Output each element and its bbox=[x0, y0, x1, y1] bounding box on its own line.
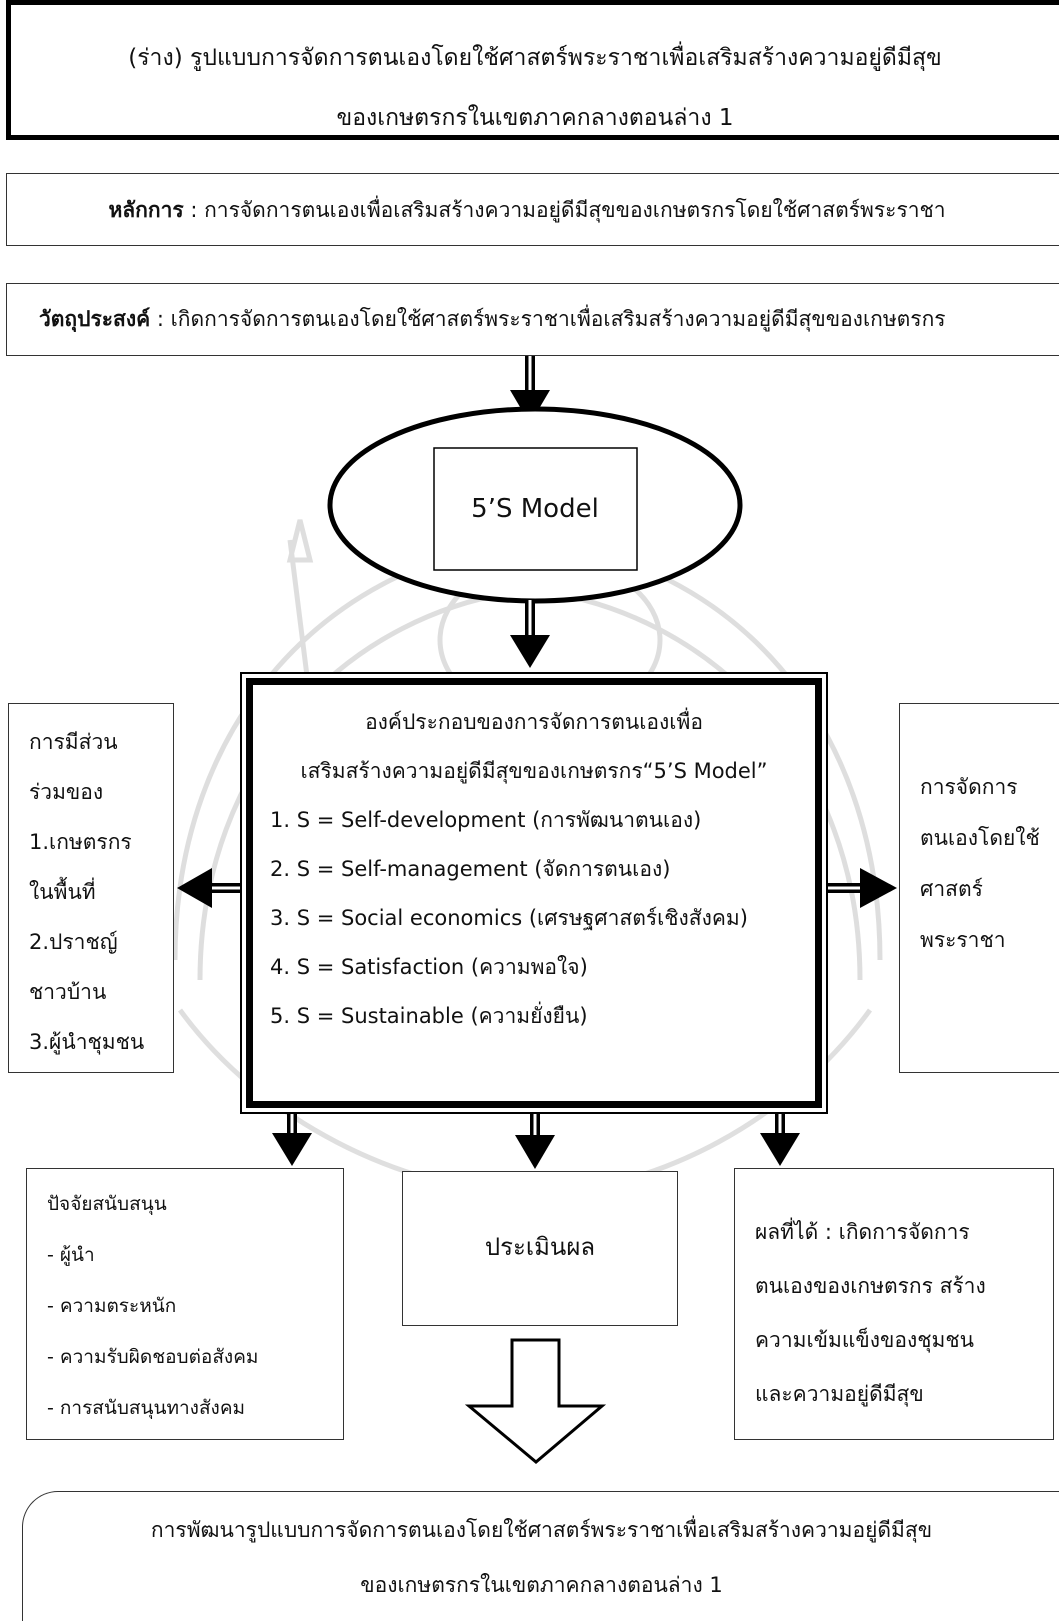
arrow-to-support bbox=[272, 1114, 312, 1166]
results-line: และความอยู่ดีมีสุข bbox=[755, 1382, 924, 1406]
objective-text: เกิดการจัดการตนเองโดยใช้ศาสตร์พระราชาเพื… bbox=[170, 307, 946, 331]
arrow-to-results bbox=[760, 1114, 800, 1166]
components-heading-line-2: เสริมสร้างความอยู่ดีมีสุขของเกษตรกร“5’S … bbox=[300, 759, 768, 783]
participation-box: การมีส่วน ร่วมของ 1.เกษตรกร ในพื้นที่ 2.… bbox=[8, 703, 174, 1073]
title-box: (ร่าง) รูปแบบการจัดการตนเองโดยใช้ศาสตร์พ… bbox=[6, 0, 1059, 140]
support-factors-title: ปัจจัยสนับสนุน bbox=[47, 1193, 167, 1215]
royal-science-line: ศาสตร์ bbox=[920, 877, 983, 901]
results-line: ความเข้มแข็งของชุมชน bbox=[755, 1328, 974, 1352]
participation-line: การมีส่วน bbox=[29, 730, 118, 754]
development-box: การพัฒนารูปแบบการจัดการตนเองโดยใช้ศาสตร์… bbox=[22, 1491, 1059, 1621]
development-line-2: ของเกษตรกรในเขตภาคกลางตอนล่าง 1 bbox=[360, 1573, 723, 1597]
arrow-to-participation bbox=[177, 868, 240, 908]
title-line-1: (ร่าง) รูปแบบการจัดการตนเองโดยใช้ศาสตร์พ… bbox=[128, 45, 942, 71]
principle-label: หลักการ bbox=[108, 198, 184, 222]
royal-science-line: ตนเองโดยใช้ bbox=[920, 826, 1040, 850]
component-item: 5. S = Sustainable (ความยั่งยืน) bbox=[270, 1004, 588, 1028]
components-inner-border bbox=[246, 678, 822, 1108]
support-factor-item: - ความรับผิดชอบต่อสังคม bbox=[47, 1346, 259, 1368]
arrow-to-royal-science bbox=[828, 868, 897, 908]
evaluation-label: ประเมินผล bbox=[484, 1233, 596, 1261]
royal-science-line: การจัดการ bbox=[920, 775, 1018, 799]
participation-line: 1.เกษตรกร bbox=[29, 830, 132, 854]
results-box: ผลที่ได้ : เกิดการจัดการ ตนเองของเกษตรกร… bbox=[734, 1168, 1054, 1440]
participation-line: 2.ปราชญ์ bbox=[29, 930, 118, 954]
component-item: 1. S = Self-development (การพัฒนาตนเอง) bbox=[270, 808, 702, 832]
components-heading-line-1: องค์ประกอบของการจัดการตนเองเพื่อ bbox=[365, 710, 703, 734]
support-factor-item: - ผู้นำ bbox=[47, 1244, 95, 1266]
component-item: 4. S = Satisfaction (ความพอใจ) bbox=[270, 955, 588, 979]
arrow-to-evaluation bbox=[515, 1114, 555, 1169]
support-factors-box: ปัจจัยสนับสนุน - ผู้นำ - ความตระหนัก - ค… bbox=[26, 1168, 344, 1440]
royal-science-line: พระราชา bbox=[920, 928, 1006, 952]
evaluation-box: ประเมินผล bbox=[402, 1171, 678, 1326]
principle-row: หลักการ : การจัดการตนเองเพื่อเสริมสร้างค… bbox=[7, 194, 1047, 227]
participation-line: ในพื้นที่ bbox=[29, 880, 96, 904]
principle-separator: : bbox=[183, 198, 205, 222]
objective-separator: : bbox=[150, 307, 171, 331]
arrow-to-development bbox=[464, 1338, 607, 1464]
component-item: 2. S = Self-management (จัดการตนเอง) bbox=[270, 857, 671, 881]
component-item: 3. S = Social economics (เศรษฐศาสตร์เชิง… bbox=[270, 906, 748, 930]
model-label: 5’S Model bbox=[471, 494, 599, 524]
title-line-2: ของเกษตรกรในเขตภาคกลางตอนล่าง 1 bbox=[336, 105, 734, 131]
components-box: องค์ประกอบของการจัดการตนเองเพื่อ เสริมสร… bbox=[240, 672, 828, 1114]
principle-box: หลักการ : การจัดการตนเองเพื่อเสริมสร้างค… bbox=[6, 173, 1059, 246]
support-factor-item: - การสนับสนุนทางสังคม bbox=[47, 1397, 246, 1419]
principle-text: การจัดการตนเองเพื่อเสริมสร้างความอยู่ดีม… bbox=[204, 198, 946, 222]
objective-box: วัตถุประสงค์ : เกิดการจัดการตนเองโดยใช้ศ… bbox=[6, 283, 1059, 356]
participation-line: 3.ผู้นำชุมชน bbox=[29, 1030, 145, 1054]
development-line-1: การพัฒนารูปแบบการจัดการตนเองโดยใช้ศาสตร์… bbox=[150, 1518, 933, 1542]
royal-science-box: การจัดการ ตนเองโดยใช้ ศาสตร์ พระราชา bbox=[899, 703, 1059, 1073]
components-content: องค์ประกอบของการจัดการตนเองเพื่อ เสริมสร… bbox=[240, 698, 828, 1041]
results-line: ผลที่ได้ : เกิดการจัดการ bbox=[755, 1220, 970, 1244]
arrow-model-to-components bbox=[510, 600, 550, 668]
support-factor-item: - ความตระหนัก bbox=[47, 1295, 177, 1317]
objective-row: วัตถุประสงค์ : เกิดการจัดการตนเองโดยใช้ศ… bbox=[39, 303, 946, 336]
components-outer-border bbox=[240, 672, 828, 1114]
participation-line: ร่วมของ bbox=[29, 780, 104, 804]
objective-label: วัตถุประสงค์ bbox=[39, 307, 151, 331]
participation-line: ชาวบ้าน bbox=[29, 980, 107, 1004]
results-line: ตนเองของเกษตรกร สร้าง bbox=[755, 1274, 986, 1298]
model-inner-box bbox=[433, 447, 638, 571]
